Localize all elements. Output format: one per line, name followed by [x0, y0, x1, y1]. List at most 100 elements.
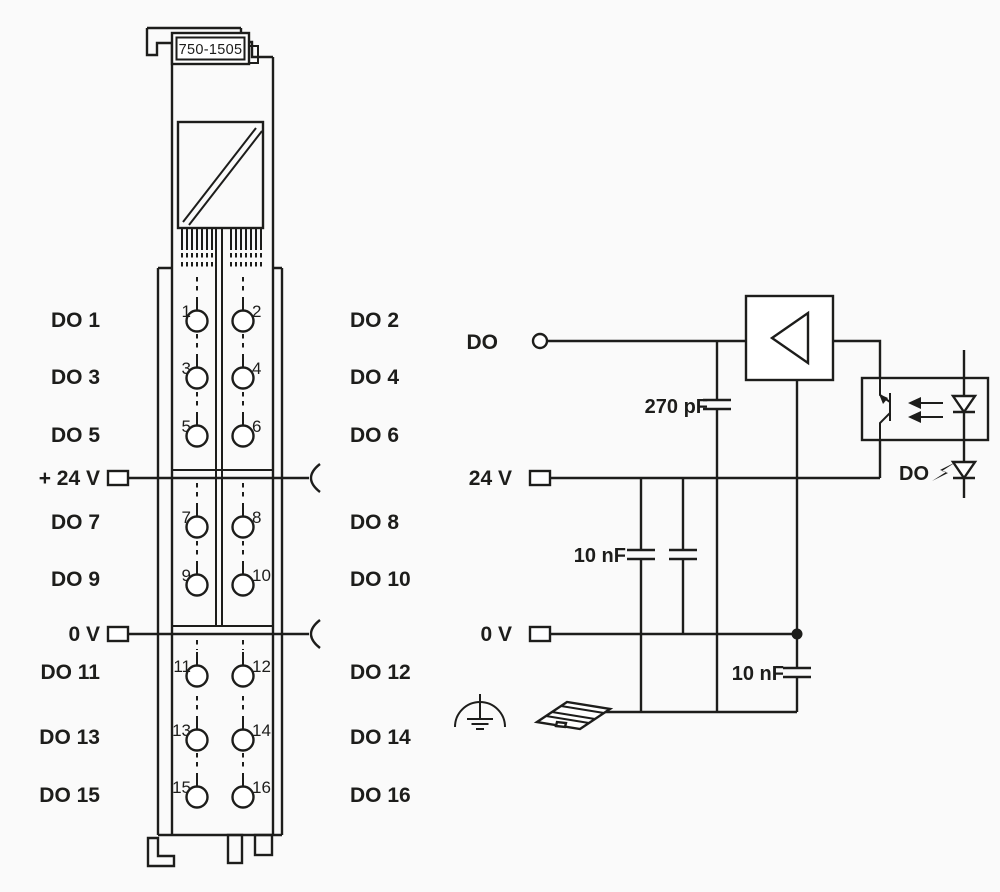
terminal-number: 14: [252, 721, 271, 740]
schematic-0v-label: 0 V: [480, 623, 512, 646]
electronics-block: [176, 120, 265, 269]
capacitor-icon: [669, 548, 697, 561]
terminal-circle-icon: [185, 309, 209, 333]
terminal-4: 4: [231, 334, 261, 390]
bus-comb-solid: [181, 228, 262, 250]
supply-rail-24v: 24 V: [469, 467, 880, 490]
terminal-2: 2: [231, 277, 261, 333]
module-bottom-right-tab: [253, 833, 274, 857]
terminal-7: 7: [182, 483, 209, 539]
terminal-5: 5: [182, 392, 209, 448]
junction-dot: [791, 628, 803, 640]
label-do2: DO 2: [350, 309, 399, 332]
input-terminal-circle-icon: [531, 332, 549, 350]
amplifier-output-wire: [833, 339, 882, 378]
label-do9: DO 9: [51, 568, 100, 591]
terminal-circle-icon: [231, 728, 255, 752]
terminal-number: 15: [172, 778, 191, 797]
electronics-box: [176, 120, 265, 230]
lightning-icon: [932, 462, 956, 481]
terminal-15: 15: [172, 753, 209, 809]
terminal-number: 1: [182, 302, 191, 321]
phototransistor-arrow: [879, 394, 888, 404]
label-do4: DO 4: [350, 366, 399, 389]
label-do12: DO 12: [350, 661, 411, 684]
terminal-circle-icon: [185, 573, 209, 597]
clamp-arc-icon: [309, 463, 321, 493]
light-arrow-head-icon: [908, 397, 921, 409]
label-do6: DO 6: [350, 424, 399, 447]
terminal-6: 6: [231, 392, 261, 448]
terminal-circle-icon: [231, 424, 255, 448]
cap-supply-label: 10 nF: [574, 545, 626, 567]
terminal-10: 10: [231, 541, 271, 597]
terminal-circle-icon: [185, 424, 209, 448]
terminal-square-icon: [528, 469, 552, 487]
amplifier-box: [744, 294, 835, 382]
amplifier-triangle: [769, 310, 810, 366]
din-rail-notch: [554, 720, 568, 729]
status-led-label: DO: [899, 463, 929, 485]
module-bottom-left-hook: [146, 836, 176, 868]
earth-ground-icon: [454, 694, 506, 730]
supply-row-24v: [106, 463, 321, 493]
label-24v: + 24 V: [39, 467, 100, 490]
ground-rail-0v: 0 V: [480, 623, 803, 646]
supply-row-0v: [106, 619, 321, 649]
capacitor-icon: [783, 666, 811, 679]
terminal-number: 9: [182, 566, 191, 585]
terminal-14: 14: [231, 696, 271, 752]
label-do16: DO 16: [350, 784, 411, 807]
part-number-plate: 750-1505: [170, 31, 259, 66]
plate-inner: [175, 36, 246, 61]
earth-bars: [467, 718, 493, 730]
square-terminal-24v: [106, 469, 130, 487]
terminal-circle-icon: [185, 515, 209, 539]
diagonal-slash-icon: [182, 127, 263, 226]
terminal-circle-icon: [185, 785, 209, 809]
io-module: 750-1505: [39, 26, 411, 868]
terminal-number: 10: [252, 566, 271, 585]
output-capacitor: 10 nF: [732, 663, 811, 712]
center-channel: [215, 228, 223, 626]
light-arrow-head-icon: [908, 411, 921, 423]
optocoupler-box: [860, 376, 990, 442]
capacitor-icon: [627, 548, 655, 561]
terminal-circle-icon: [231, 664, 255, 688]
label-0v: 0 V: [68, 623, 100, 646]
label-do8: DO 8: [350, 511, 399, 534]
cap-output-label: 10 nF: [732, 663, 784, 685]
clamp-arc-icon: [309, 619, 321, 649]
square-terminal-0v: [106, 625, 130, 643]
terminal-8: 8: [231, 483, 261, 539]
terminal-number: 16: [252, 778, 271, 797]
label-do3: DO 3: [51, 366, 100, 389]
terminal-circle-icon: [185, 728, 209, 752]
terminals: 1 2 3 4: [172, 277, 271, 809]
terminal-number: 4: [252, 359, 261, 378]
label-do15: DO 15: [39, 784, 100, 807]
terminal-circle-icon: [231, 515, 255, 539]
terminal-circle-icon: [231, 573, 255, 597]
channel-labels: DO 1 DO 3 DO 5 + 24 V DO 7 DO 9 0 V DO 1…: [39, 309, 411, 807]
led-icon: [950, 460, 978, 481]
amplifier-icon: [744, 294, 835, 382]
label-do5: DO 5: [51, 424, 100, 447]
phototransistor-icon: [879, 378, 891, 440]
terminal-16: 16: [231, 753, 271, 809]
terminal-number: 5: [182, 417, 191, 436]
label-do1: DO 1: [51, 309, 100, 332]
plate-side-tab: [248, 45, 259, 64]
module-side-skirts: [156, 266, 284, 835]
terminal-11: 11: [173, 640, 209, 688]
led-icon: [950, 394, 978, 415]
label-do14: DO 14: [350, 726, 411, 749]
label-do7: DO 7: [51, 511, 100, 534]
terminal-number: 12: [252, 657, 271, 676]
schematic-24v-label: 24 V: [469, 467, 512, 490]
cap-input-label: 270 pF: [645, 396, 708, 418]
terminal-square-icon: [528, 625, 552, 643]
terminal-number: 6: [252, 417, 261, 436]
terminal-number: 8: [252, 508, 261, 527]
terminal-circle-icon: [231, 309, 255, 333]
